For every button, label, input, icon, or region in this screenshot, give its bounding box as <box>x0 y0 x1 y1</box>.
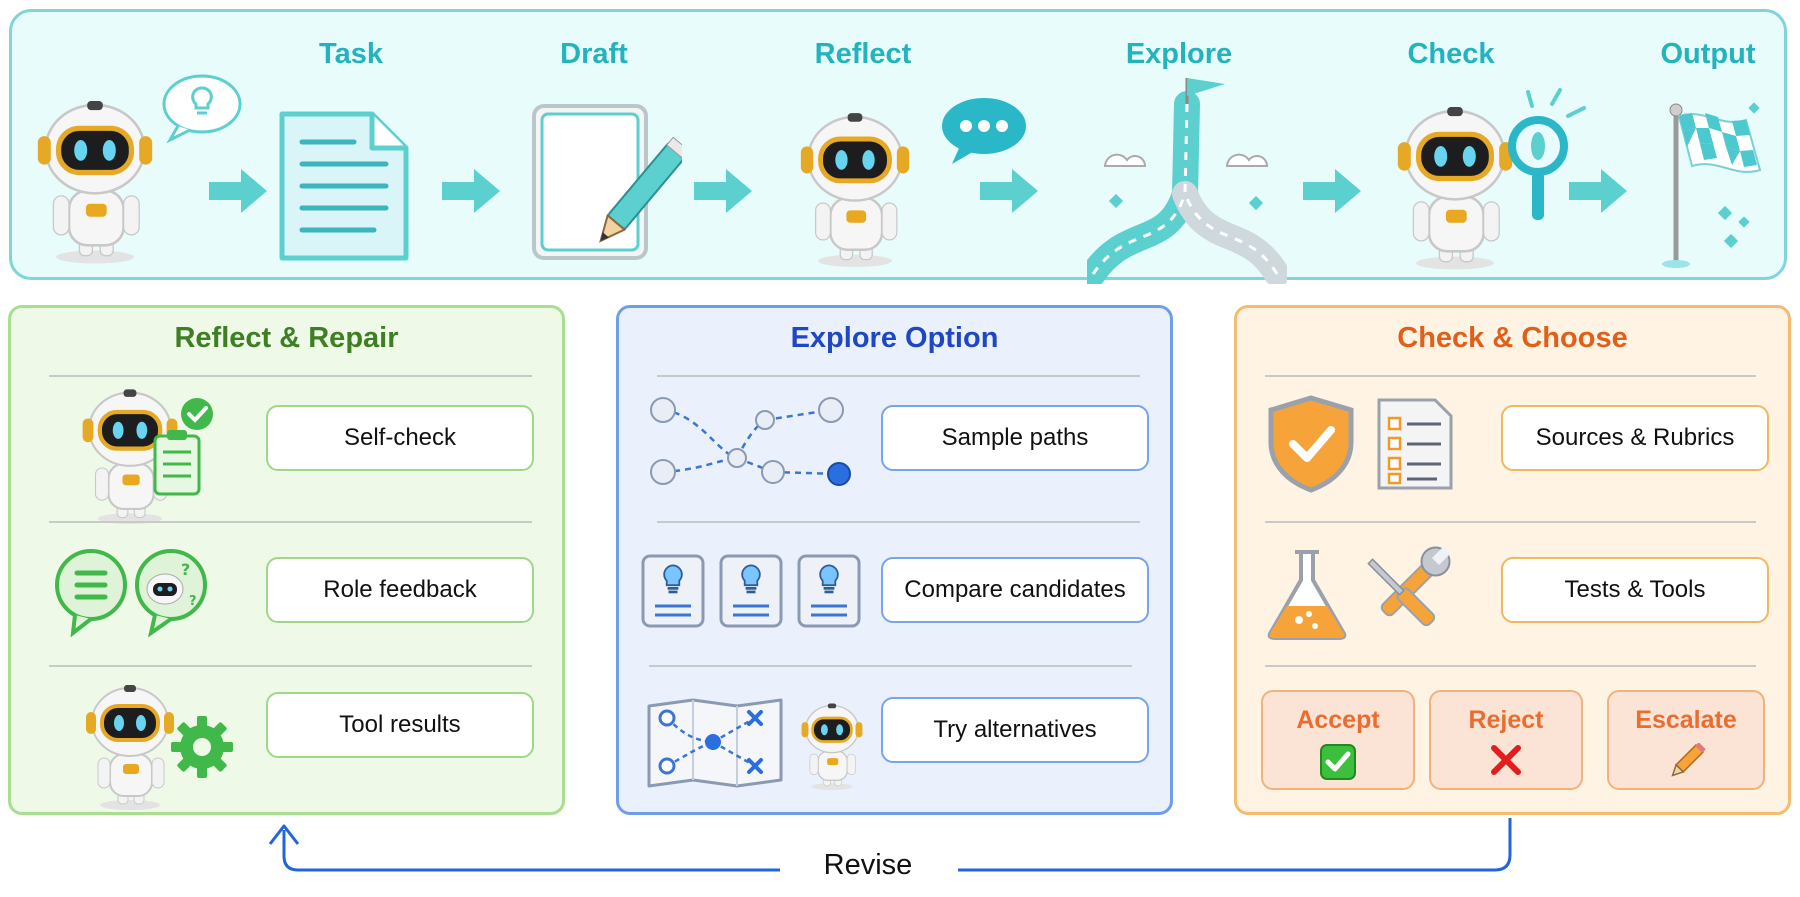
tests-tools-box: Tests & Tools <box>1501 557 1769 623</box>
escalate-label: Escalate <box>1635 706 1737 734</box>
checklist-clipboard-icon <box>147 396 227 511</box>
explore-option-panel: Explore Option Sample paths <box>616 305 1173 815</box>
revise-label: Revise <box>823 849 913 881</box>
escalate-box: Escalate <box>1607 690 1765 790</box>
stage-label-reflect: Reflect <box>814 38 912 70</box>
divider <box>49 375 532 377</box>
red-cross-icon <box>1491 745 1521 775</box>
divider <box>657 521 1140 523</box>
document-icon <box>274 108 414 273</box>
lightbulb-bubble-icon <box>160 72 244 149</box>
divider <box>657 375 1140 377</box>
divider <box>49 665 532 667</box>
stage-label-output: Output <box>1660 38 1756 70</box>
stage-label-draft: Draft <box>560 38 628 70</box>
stage-label-task: Task <box>319 38 383 70</box>
pipeline-band: Task Draft Reflect Explore Check Output <box>9 9 1787 287</box>
reject-label: Reject <box>1468 706 1544 734</box>
panel-title: Check & Choose <box>1397 322 1628 354</box>
tool-results-box: Tool results <box>266 692 534 758</box>
divider <box>49 521 532 523</box>
map-robot-icon <box>645 696 875 797</box>
checkered-flag-icon <box>1660 98 1780 279</box>
accept-label: Accept <box>1296 706 1380 734</box>
divider <box>1265 521 1756 523</box>
panel-title: Explore Option <box>790 322 999 354</box>
panel-title: Reflect & Repair <box>174 322 399 354</box>
role-feedback-box: Role feedback <box>266 557 534 623</box>
stage-label-check: Check <box>1407 38 1495 70</box>
divider <box>1265 665 1756 667</box>
magnifier-icon <box>1502 88 1592 233</box>
draft-pencil-icon <box>522 92 691 277</box>
stage-label-explore: Explore <box>1125 38 1233 70</box>
reflect-repair-panel: Reflect & Repair Self-check <box>8 305 565 815</box>
gear-icon <box>169 714 235 785</box>
path-graph-icon <box>649 394 859 495</box>
reject-box: Reject <box>1429 690 1583 790</box>
accept-box: Accept <box>1261 690 1415 790</box>
lightbulb-cards-icon <box>639 552 863 637</box>
check-choose-panel: Check & Choose Sources & Rubrics <box>1234 305 1791 815</box>
compare-candidates-box: Compare candidates <box>881 557 1149 623</box>
sample-paths-box: Sample paths <box>881 405 1149 471</box>
green-check-icon <box>1320 744 1356 780</box>
flask-tools-icon <box>1263 546 1483 647</box>
branching-road-icon <box>1080 74 1290 289</box>
self-check-box: Self-check <box>266 405 534 471</box>
sources-rubrics-box: Sources & Rubrics <box>1501 405 1769 471</box>
svg-text:?: ? <box>189 594 197 609</box>
chat-bubbles-icon: ? ? <box>53 543 213 642</box>
speech-bubble-icon <box>938 94 1030 173</box>
divider <box>649 665 1132 667</box>
svg-text:?: ? <box>181 560 190 579</box>
divider <box>1265 375 1756 377</box>
pencil-icon <box>1671 743 1706 777</box>
shield-checklist-icon <box>1267 394 1467 499</box>
try-alternatives-box: Try alternatives <box>881 697 1149 763</box>
